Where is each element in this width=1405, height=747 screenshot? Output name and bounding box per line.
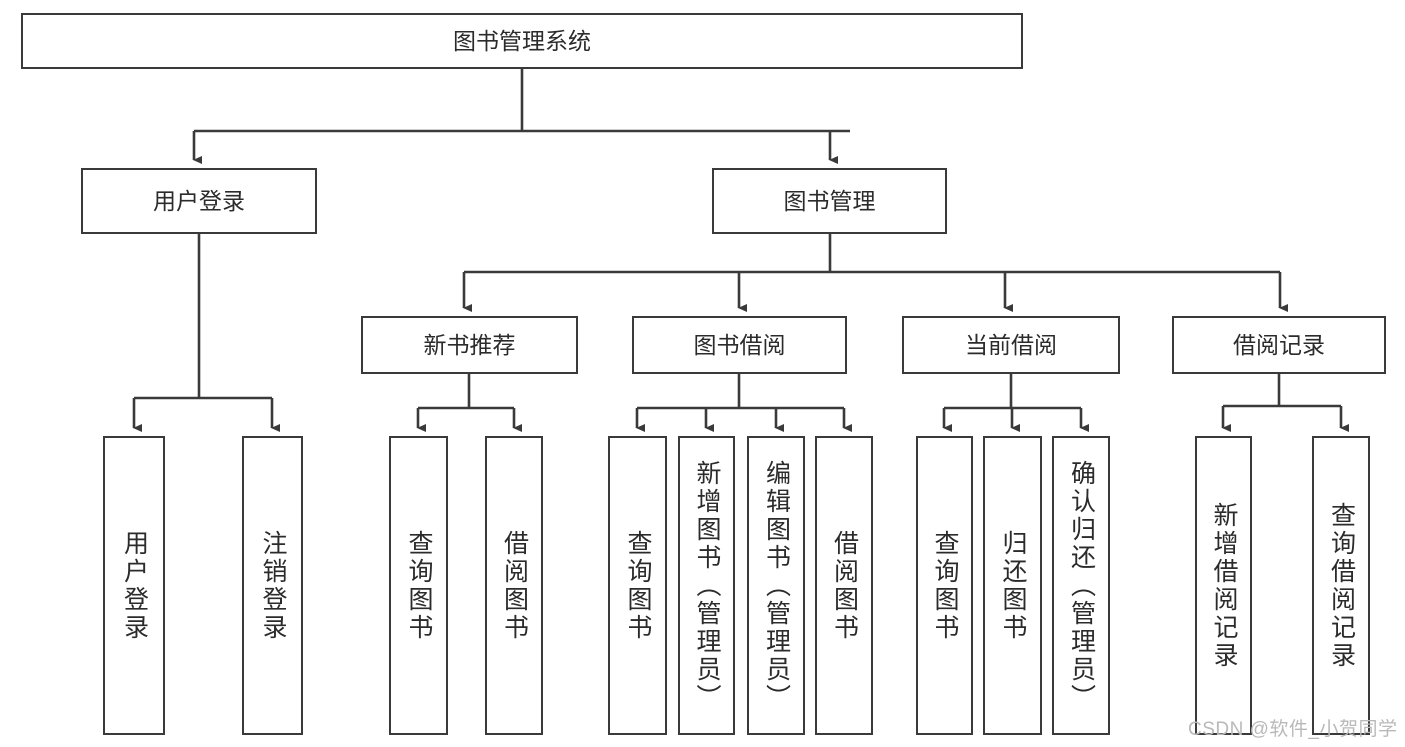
node-leaf-return-book[interactable]: 归还图书 bbox=[983, 436, 1042, 735]
node-root-label: 图书管理系统 bbox=[453, 27, 591, 54]
node-leaf-borrow-book-rec[interactable]: 借阅图书 bbox=[485, 436, 543, 735]
node-book-manage-label: 图书管理 bbox=[783, 187, 876, 214]
node-user-login[interactable]: 用户登录 bbox=[81, 168, 317, 234]
node-borrow-record-label: 借阅记录 bbox=[1233, 331, 1325, 358]
node-leaf-user-logout[interactable]: 注销登录 bbox=[242, 436, 303, 735]
node-leaf-borrow-book-label: 借阅图书 bbox=[830, 529, 859, 642]
node-book-borrow[interactable]: 图书借阅 bbox=[632, 316, 847, 374]
node-leaf-borrow-book-rec-label: 借阅图书 bbox=[500, 529, 529, 642]
node-leaf-user-login[interactable]: 用户登录 bbox=[103, 436, 165, 735]
node-book-manage[interactable]: 图书管理 bbox=[712, 168, 947, 234]
node-leaf-add-record-label: 新增借阅记录 bbox=[1210, 501, 1238, 670]
node-leaf-edit-book-label: 编辑图书（管理员） bbox=[762, 459, 791, 712]
node-leaf-confirm-return-label: 确认归还（管理员） bbox=[1067, 459, 1096, 712]
node-leaf-edit-book[interactable]: 编辑图书（管理员） bbox=[747, 436, 805, 735]
node-leaf-add-record[interactable]: 新增借阅记录 bbox=[1195, 436, 1252, 735]
node-new-book-recommend-label: 新书推荐 bbox=[423, 331, 516, 358]
node-leaf-query-book-rec[interactable]: 查询图书 bbox=[389, 436, 448, 735]
node-leaf-confirm-return[interactable]: 确认归还（管理员） bbox=[1052, 436, 1110, 735]
node-leaf-query-book-cur-label: 查询图书 bbox=[931, 529, 959, 642]
node-current-borrow[interactable]: 当前借阅 bbox=[902, 316, 1120, 374]
node-leaf-add-book-label: 新增图书（管理员） bbox=[693, 459, 721, 712]
node-new-book-recommend[interactable]: 新书推荐 bbox=[361, 316, 578, 374]
node-leaf-query-book-label: 查询图书 bbox=[624, 529, 652, 642]
node-leaf-query-book-rec-label: 查询图书 bbox=[405, 529, 433, 642]
node-leaf-query-book[interactable]: 查询图书 bbox=[608, 436, 667, 735]
node-leaf-query-record[interactable]: 查询借阅记录 bbox=[1312, 436, 1370, 735]
node-leaf-return-book-label: 归还图书 bbox=[999, 529, 1027, 642]
node-current-borrow-label: 当前借阅 bbox=[965, 331, 1057, 358]
node-book-borrow-label: 图书借阅 bbox=[693, 331, 786, 358]
node-leaf-user-login-label: 用户登录 bbox=[120, 529, 149, 642]
node-leaf-add-book[interactable]: 新增图书（管理员） bbox=[678, 436, 735, 735]
node-leaf-query-book-cur[interactable]: 查询图书 bbox=[916, 436, 973, 735]
node-user-login-label: 用户登录 bbox=[153, 187, 245, 214]
csdn-watermark: CSDN @软件_小贺同学 bbox=[1188, 719, 1398, 740]
node-leaf-query-record-label: 查询借阅记录 bbox=[1327, 501, 1356, 670]
node-borrow-record[interactable]: 借阅记录 bbox=[1172, 316, 1386, 374]
node-leaf-user-logout-label: 注销登录 bbox=[259, 529, 287, 642]
node-root[interactable]: 图书管理系统 bbox=[21, 13, 1023, 69]
node-leaf-borrow-book[interactable]: 借阅图书 bbox=[815, 436, 873, 735]
